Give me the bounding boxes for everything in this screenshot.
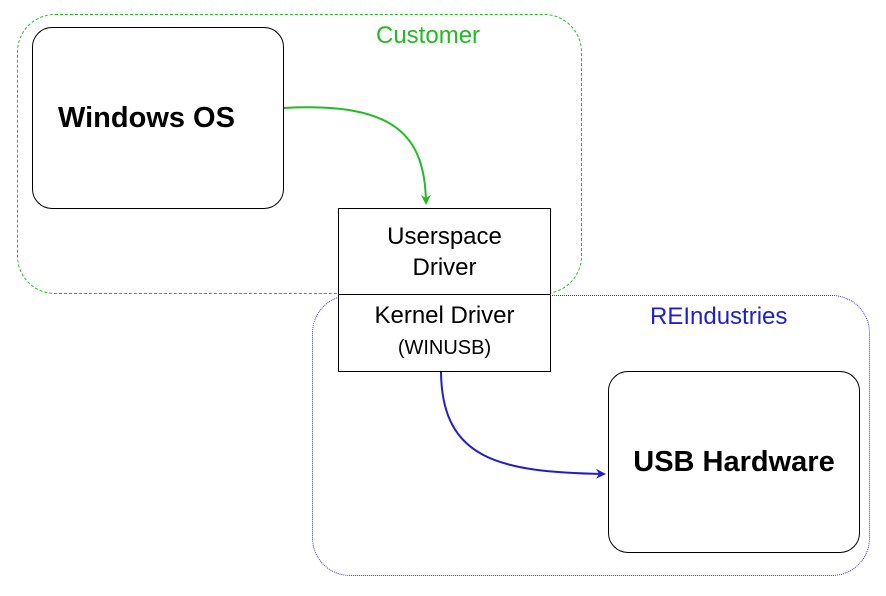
userspace-driver-label-line1: Userspace — [387, 222, 502, 250]
windows-os-label: Windows OS — [58, 101, 235, 134]
usb-hardware-node: USB Hardware — [608, 371, 860, 553]
reindustries-group-label: REIndustries — [650, 303, 788, 330]
customer-group-boundary — [17, 14, 582, 294]
kernel-driver-sublabel: (WINUSB) — [397, 337, 492, 359]
userspace-driver-label-line2: Driver — [412, 253, 477, 281]
kernel-driver-label: Kernel Driver — [374, 302, 515, 329]
customer-group-label: Customer — [376, 22, 481, 49]
usb-hardware-label: USB Hardware — [633, 445, 835, 478]
windows-os-node: Windows OS — [32, 27, 284, 209]
kernel-driver-node: Kernel Driver (WINUSB) — [338, 294, 551, 372]
userspace-driver-node: Userspace Driver — [338, 208, 551, 295]
reindustries-group-boundary — [312, 295, 870, 576]
